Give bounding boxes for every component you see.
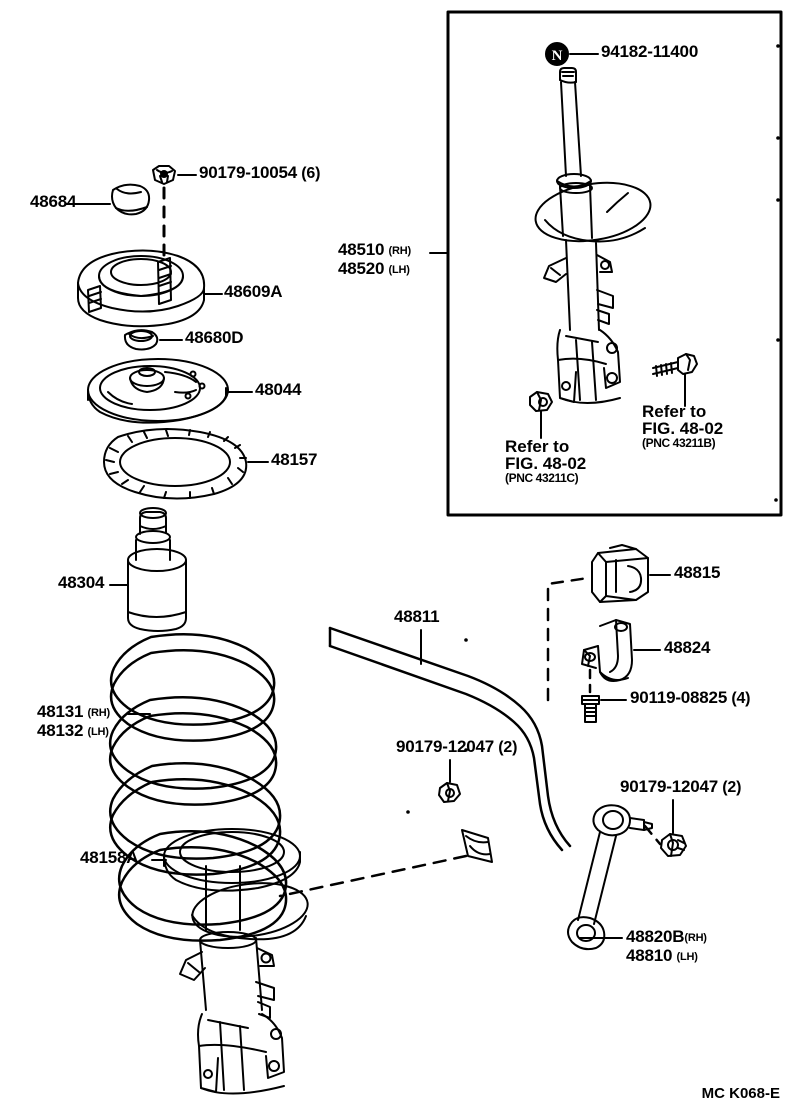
label-strut-assembly: 48510 (RH) 48520 (LH) [338,240,412,279]
part-seat-lower-48158A [163,828,301,892]
label-48157: 48157 [271,450,318,470]
part-number: 48684 [30,192,77,211]
dashed-to-bushing [546,576,590,702]
part-stabilizer-bar-48811 [328,626,572,852]
part-bar-clamp-lower [461,829,493,863]
side-rh: (RH) [388,245,412,257]
dashed-nut-link [643,824,662,846]
part-number: 48815 [674,563,721,582]
inset-strut-drawing [529,67,698,439]
label-94182-11400: 94182-11400 [601,42,699,62]
label-nut-90179-10054: 90179-10054 (6) [199,163,321,183]
label-48815: 48815 [674,563,721,583]
quantity: (2) [722,779,742,796]
part-lower-strut-main [179,865,309,1095]
label-48684: 48684 [30,192,77,212]
part-number-lh: 48810 [626,945,673,965]
part-seat-48157 [103,427,248,500]
part-number: 48824 [664,638,711,657]
part-number: 48811 [394,607,440,626]
part-number-rh: 48820B [626,927,685,946]
part-bearing-48044 [87,358,229,424]
inset-n-marker: N [545,42,599,66]
part-number-rh: 48131 [37,702,84,721]
part-number: 90119-08825 [630,688,728,707]
label-48680D: 48680D [185,328,244,348]
part-coil-spring [108,632,288,942]
reference-pnc: (PNC 43211C) [505,471,579,485]
quantity: (4) [731,690,751,707]
diagram-footer-code: MC K068-E [701,1085,780,1102]
part-number: 90179-12047 [396,737,495,756]
part-number: 94182-11400 [601,42,699,61]
inset-frame [446,10,783,517]
label-48158A: 48158A [80,848,139,868]
label-nut-bar-90179-12047: 90179-12047 (2) [396,737,518,757]
side-lh: (LH) [676,950,698,963]
label-nut-link-90179-12047: 90179-12047 (2) [620,777,742,797]
label-48824: 48824 [664,638,711,658]
part-number: 90179-12047 [620,777,719,796]
side-rh: (RH) [684,932,707,944]
part-bolt-90119-08825 [581,695,600,723]
label-48811: 48811 [394,607,440,627]
part-bracket-48824 [581,619,633,682]
part-number-rh: 48510 [338,240,385,259]
reference-line-1: Refer to [642,402,707,421]
part-number: 48158A [80,848,139,867]
reference-line-2: FIG. 48-02 [505,454,587,473]
part-collar-48680D [123,329,159,351]
label-48304: 48304 [58,573,105,593]
reference-note-right: Refer to FIG. 48-02 (PNC 43211B) [642,403,723,449]
reference-pnc: (PNC 43211B) [642,436,716,450]
part-number: 48304 [58,573,105,592]
label-48044: 48044 [255,380,302,400]
quantity: (6) [301,165,321,182]
part-number: 48157 [271,450,318,469]
label-48609A: 48609A [224,282,283,302]
side-lh: (LH) [87,725,109,738]
part-number-lh: 48520 [338,258,385,278]
part-number: 48609A [224,282,283,301]
svg-text:N: N [552,48,563,64]
part-number: 90179-10054 [199,163,298,182]
registration-dots [406,44,780,814]
label-coil-spring: 48131 (RH) 48132 (LH) [37,702,111,741]
part-number: 48044 [255,380,302,399]
label-90119-08825: 90119-08825 (4) [630,688,751,708]
part-stabilizer-link [567,804,653,951]
reference-line-1: Refer to [505,437,570,456]
part-bumper-48304 [127,507,187,632]
reference-note-left: Refer to FIG. 48-02 (PNC 43211C) [505,438,586,484]
part-number-collar: 48680D [185,328,244,347]
side-rh: (RH) [87,707,111,719]
part-support-48609A [77,249,206,328]
side-lh: (LH) [388,263,410,276]
part-nut-link-90179-12047 [660,833,687,857]
dashed-clamp-to-strut [278,854,468,898]
reference-line-2: FIG. 48-02 [642,419,724,438]
quantity: (2) [498,739,518,756]
part-cap-48684 [111,183,151,216]
part-nut-bar-90179-12047 [438,782,461,803]
part-number-lh: 48132 [37,720,84,740]
part-nut-90179-10054 [152,165,176,185]
label-stabilizer-link: 48820B(RH) 48810 (LH) [626,927,707,966]
part-bushing-48815 [591,544,649,603]
